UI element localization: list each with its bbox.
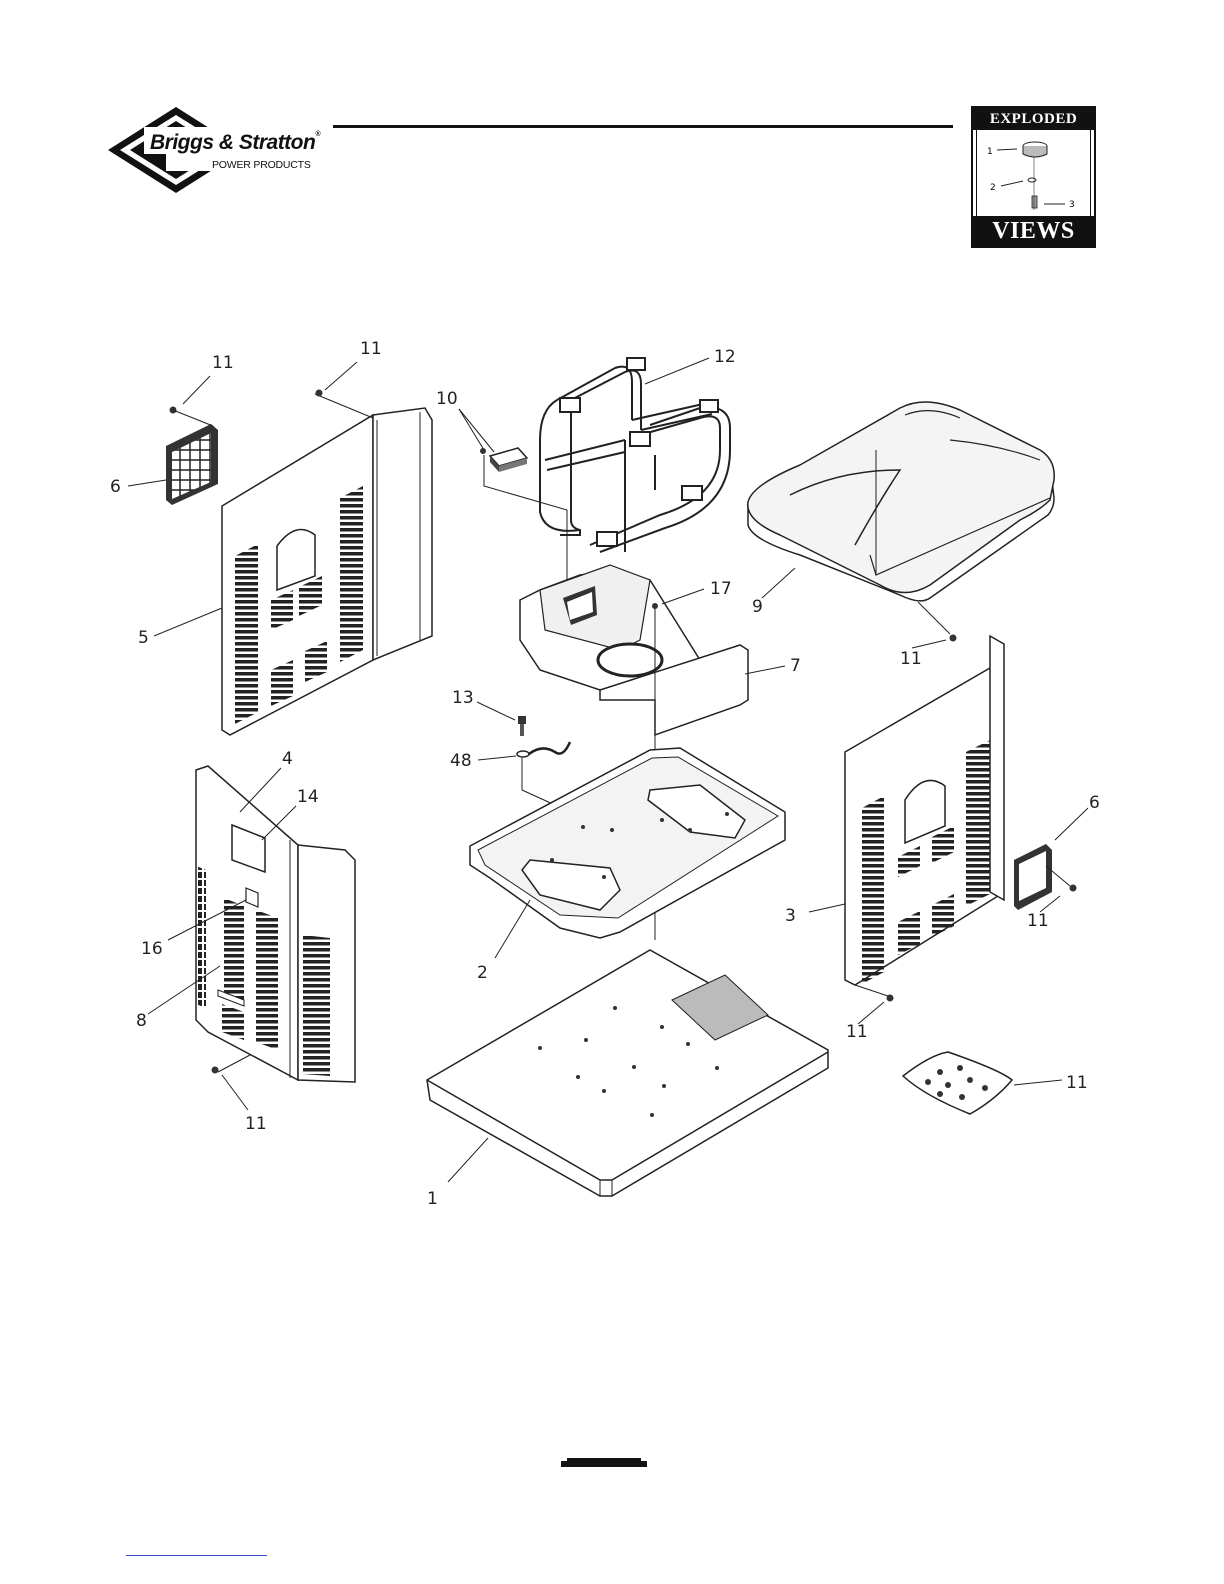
callout-11-c: 11: [900, 649, 922, 669]
callout-11-g: 11: [1066, 1073, 1088, 1093]
callout-3: 3: [785, 906, 796, 926]
part-4-front-panel: [196, 766, 355, 1082]
part-5-side-panel: [222, 390, 432, 736]
callout-11-b: 11: [360, 339, 382, 359]
part-48-ground-wire: [517, 742, 570, 805]
callout-14: 14: [297, 787, 319, 807]
callout-4: 4: [282, 749, 293, 769]
callout-6-b: 6: [1089, 793, 1100, 813]
callout-11-a: 11: [212, 353, 234, 373]
screw-icon: [170, 407, 214, 427]
callout-17: 17: [710, 579, 732, 599]
part-12-handle-frame: [540, 358, 730, 552]
part-9-top-cover: [748, 402, 1054, 601]
part-11-screw-kit-bag: [903, 1052, 1012, 1114]
screw-icon: [918, 602, 957, 642]
callout-9: 9: [752, 597, 763, 617]
callout-48: 48: [450, 751, 472, 771]
callout-12: 12: [714, 347, 736, 367]
part-1-base-platform: [427, 950, 828, 1196]
callout-16: 16: [141, 939, 163, 959]
callout-7: 7: [790, 656, 801, 676]
callout-2: 2: [477, 963, 488, 983]
callout-11-e: 11: [1027, 911, 1049, 931]
callout-5: 5: [138, 628, 149, 648]
callout-11-f: 11: [846, 1022, 868, 1042]
part-6-grille: [166, 424, 218, 505]
screw-icon: [855, 985, 894, 1002]
screw-icon: [212, 1055, 251, 1074]
callout-11-d: 11: [245, 1114, 267, 1134]
callout-6-a: 6: [110, 477, 121, 497]
part-6-cover-plate: [1014, 844, 1077, 910]
callout-8: 8: [136, 1011, 147, 1031]
page-number-bar-cap: [567, 1458, 641, 1461]
callout-13: 13: [452, 688, 474, 708]
callout-10: 10: [436, 389, 458, 409]
part-2-base-tray: [470, 748, 785, 938]
callout-1: 1: [427, 1189, 438, 1209]
part-13-bolt: [518, 716, 526, 736]
page-number-bar: [561, 1461, 647, 1467]
part-3-side-panel: [845, 636, 1004, 985]
part-10-receptacle-cover: [480, 448, 567, 596]
footer-link-underline[interactable]: [126, 1555, 267, 1556]
